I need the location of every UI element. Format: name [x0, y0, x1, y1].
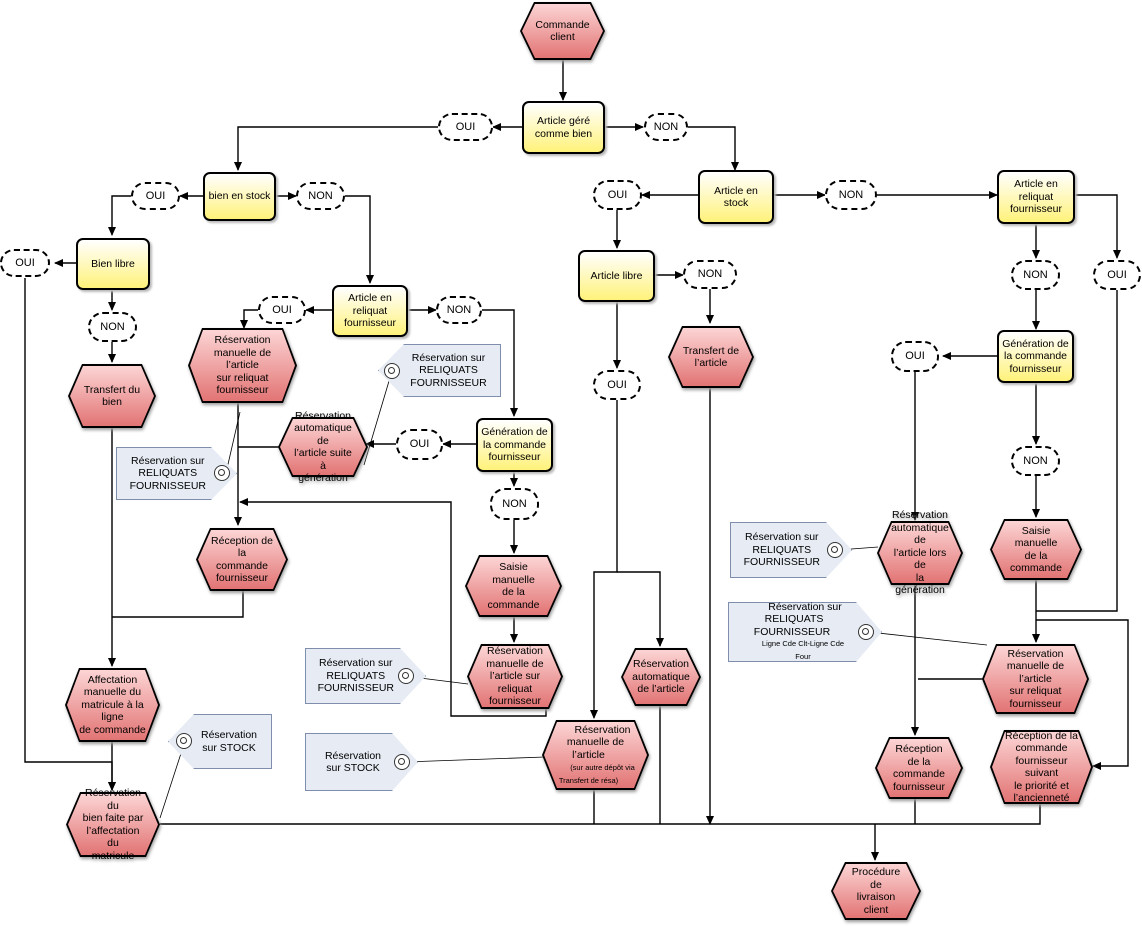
function-reservation-manuelle-reliquat-left: Réservation manuelle de l’article sur re… [188, 328, 297, 403]
tag-ring-icon [858, 624, 874, 640]
function-reservation-manuelle-autre-depot: Réservation manuelle de l’article(sur au… [542, 720, 649, 790]
oui-reliquat-right: OUI [1093, 260, 1141, 290]
function-transfert-de-article: Transfert de l’article [668, 326, 754, 388]
decision-bien-en-stock: bien en stock [203, 172, 276, 221]
oui-article-en-stock: OUI [593, 180, 642, 210]
decision-article-gere-comme-bien: Article géré comme bien [522, 101, 605, 154]
non-article-libre: NON [683, 260, 737, 289]
oui-bien-en-stock: OUI [131, 182, 180, 210]
non-article-en-stock: NON [825, 180, 877, 210]
event-commande-client: Commande client [520, 2, 605, 60]
decision-article-en-reliquat-fournisseur-left: Article en reliquat fournisseur [332, 285, 408, 337]
non-bien-libre: NON [88, 312, 137, 342]
function-reservation-manuelle-reliquat-right: Réservation manuelle de l’article sur re… [982, 644, 1089, 714]
tag-ring-icon [214, 465, 230, 481]
oui-top: OUI [438, 113, 493, 141]
oui-generation-right: OUI [891, 341, 939, 372]
non-top: NON [644, 113, 688, 141]
function-reception-commande-fournisseur-left: Réception de la commande fournisseur [196, 528, 288, 591]
decision-article-libre: Article libre [578, 250, 655, 302]
decision-article-en-reliquat-fournisseur-right: Article en reliquat fournisseur [997, 170, 1075, 224]
tag-ring-icon [394, 754, 410, 770]
non-reliquat-right: NON [1011, 260, 1060, 290]
tag-ring-icon [827, 542, 843, 558]
tag-ring-icon [176, 733, 192, 749]
decision-bien-libre: Bien libre [76, 238, 150, 290]
decision-generation-commande-fournisseur-right: Génération de la commande fournisseur [997, 330, 1074, 383]
tag-reservation-reliquats-center-top: Réservation sur RELIQUATS FOURNISSEUR [378, 344, 501, 397]
decision-generation-commande-fournisseur-left: Génération de la commande fournisseur [476, 418, 553, 472]
decision-article-en-stock: Article en stock [698, 170, 774, 224]
function-reservation-automatique-generation-left: Réservation automatique de l’article sui… [278, 410, 368, 485]
oui-article-libre: OUI [593, 370, 641, 400]
function-reservation-automatique-article: Réservation automatique de l’article [621, 648, 701, 706]
non-generation-left: NON [490, 488, 539, 520]
function-saisie-manuelle-commande-center: Saisie manuelle de la commande [465, 555, 562, 617]
function-transfert-du-bien: Transfert du bien [68, 364, 156, 428]
tag-ring-icon [398, 668, 414, 684]
function-reservation-bien-affectation-matricule: Réservation du bien faite par l’affectat… [66, 787, 160, 862]
function-reservation-manuelle-reliquat-center: Réservation manuelle de l’article sur re… [467, 644, 563, 709]
function-reception-commande-fournisseur-center-right: Réception de la commande fournisseur [875, 737, 963, 799]
oui-reliquat-left: OUI [258, 296, 306, 324]
non-reliquat-left: NON [436, 296, 482, 324]
function-saisie-manuelle-commande-right: Saisie manuelle de la commande [990, 519, 1082, 580]
oui-generation-left: OUI [396, 429, 443, 460]
non-bien-en-stock: NON [296, 182, 345, 210]
function-reception-commande-priorite-anciennete: Réception de la commande fournisseur sui… [990, 730, 1093, 805]
function-affectation-manuelle-matricule: Affectation manuelle du matricule à la l… [65, 668, 160, 742]
tag-ring-icon [384, 363, 400, 379]
oui-bien-libre: OUI [0, 249, 50, 277]
function-reservation-automatique-generation-right: Réservation automatique de l’article lor… [877, 509, 963, 596]
non-generation-right: NON [1011, 446, 1060, 476]
event-procedure-de-livraison-client: Procédure de livraison client [831, 862, 921, 920]
